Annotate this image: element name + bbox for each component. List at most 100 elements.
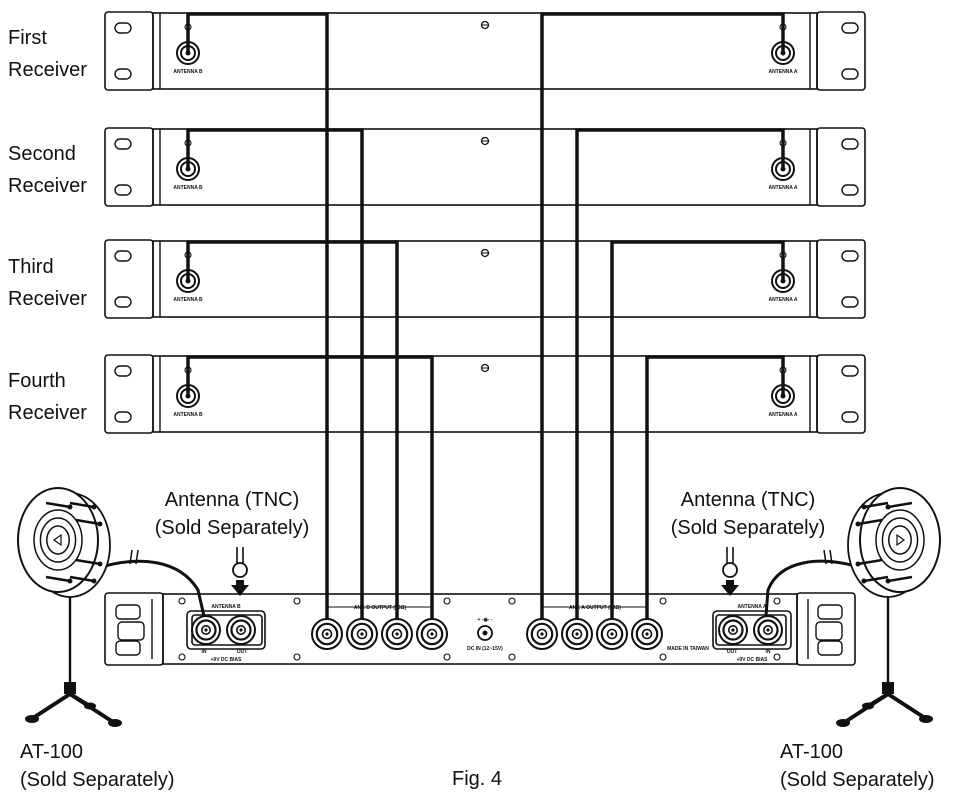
screw-icon — [443, 597, 451, 605]
tripod-foot — [108, 719, 122, 727]
mount-slot — [114, 411, 132, 423]
at100-antenna-left — [17, 487, 122, 727]
bnc-pin — [610, 632, 614, 636]
receiver-unit: ANTENNA B ANTENNA A — [104, 239, 866, 319]
arrow-shaft — [236, 580, 244, 585]
tripod-leg — [886, 692, 927, 720]
standoff-cap — [855, 521, 861, 527]
antenna-ring — [881, 517, 919, 563]
antenna-standoff — [857, 518, 883, 526]
tripod-leg — [68, 692, 90, 707]
screw-icon — [293, 653, 301, 661]
stand-clamp — [64, 682, 76, 694]
mount-slot — [841, 365, 859, 377]
tripod-foot — [836, 719, 850, 727]
receiver-body — [152, 12, 818, 90]
antenna-callout-left: Antenna (TNC)(Sold Separately) — [154, 489, 310, 539]
bnc-pin — [575, 632, 579, 636]
mount-slot — [114, 250, 132, 262]
bnc-pin — [239, 628, 243, 632]
antenna-ring — [888, 525, 912, 555]
arrow-shaft — [726, 580, 734, 585]
antenna-b-coax-cable — [97, 559, 206, 617]
port-label: ANTENNA A — [768, 412, 797, 418]
at100-antenna-right — [836, 487, 941, 727]
mount-slot — [841, 250, 859, 262]
out-label: OUT — [237, 649, 248, 655]
cable-tie — [823, 549, 827, 565]
mount-slot — [817, 640, 843, 656]
in-label: IN — [202, 649, 207, 655]
tripod-foot — [862, 702, 874, 710]
port-label: ANTENNA B — [173, 412, 203, 418]
tnc-body — [232, 562, 248, 578]
made-in-label: MADE IN TAIWAN — [667, 646, 709, 652]
mount-slot — [817, 604, 843, 620]
tnc-body — [722, 562, 738, 578]
out-label: OUT — [727, 649, 738, 655]
standoff-cap — [885, 504, 891, 510]
tnc-antenna-right-icon — [721, 547, 739, 596]
rack-ear-right — [816, 127, 866, 207]
ant-a-output-label: ANT. A OUTPUT (50Ω) — [569, 605, 621, 611]
receiver-unit: ANTENNA B ANTENNA A — [104, 354, 866, 434]
screw-icon — [178, 653, 186, 661]
antenna-standoff — [887, 501, 913, 509]
bnc-pin — [325, 632, 329, 636]
antenna-a-panel-inner — [715, 614, 787, 646]
standoff-cap — [861, 578, 867, 584]
mount-slot — [841, 411, 859, 423]
standoff-cap — [861, 504, 867, 510]
mount-slot — [841, 22, 859, 34]
antenna-center-mark — [52, 533, 62, 547]
standoff-cap — [91, 504, 97, 510]
cable-tie — [135, 549, 139, 565]
mount-slot — [114, 22, 132, 34]
at100-label-left: AT-100(Sold Separately) — [20, 741, 175, 791]
dc-in-label: DC IN (12~15V) — [467, 646, 503, 652]
at100-label-right: AT-100(Sold Separately) — [780, 741, 935, 791]
standoff-cap — [97, 521, 103, 527]
mount-slot — [115, 640, 141, 656]
tripod-foot — [919, 715, 933, 723]
port-label: ANTENNA A — [768, 297, 797, 303]
mount-handle — [117, 621, 145, 641]
receiver-body — [152, 240, 818, 318]
antenna-a-cable — [540, 12, 785, 619]
tripod-foot — [84, 702, 96, 710]
screw-icon — [293, 597, 301, 605]
bnc-pin — [731, 628, 735, 632]
mount-slot — [841, 296, 859, 308]
antenna-standoff — [863, 575, 889, 583]
antenna-a-cable — [575, 128, 785, 619]
antenna-b-cable — [186, 12, 329, 619]
dc-jack-pin — [482, 630, 488, 636]
mount-slot — [841, 138, 859, 150]
screw-icon — [508, 653, 516, 661]
tripod-leg — [31, 692, 72, 720]
mount-slot — [114, 296, 132, 308]
rack-ear-right — [816, 354, 866, 434]
down-arrow-icon — [231, 585, 249, 596]
antenna-ring — [46, 525, 70, 555]
receiver-body — [152, 128, 818, 206]
mount-slot — [841, 68, 859, 80]
port-label: ANTENNA B — [173, 297, 203, 303]
antenna-front-disc — [859, 487, 941, 593]
antenna-standoff — [75, 558, 101, 566]
standoff-cap — [855, 561, 861, 567]
antenna-standoff — [69, 501, 95, 509]
antenna-standoff — [45, 575, 71, 583]
rack-ear-right — [816, 239, 866, 319]
in-label: IN — [766, 649, 771, 655]
ant-b-output-label: ANT. B OUTPUT (50Ω) — [354, 605, 407, 611]
